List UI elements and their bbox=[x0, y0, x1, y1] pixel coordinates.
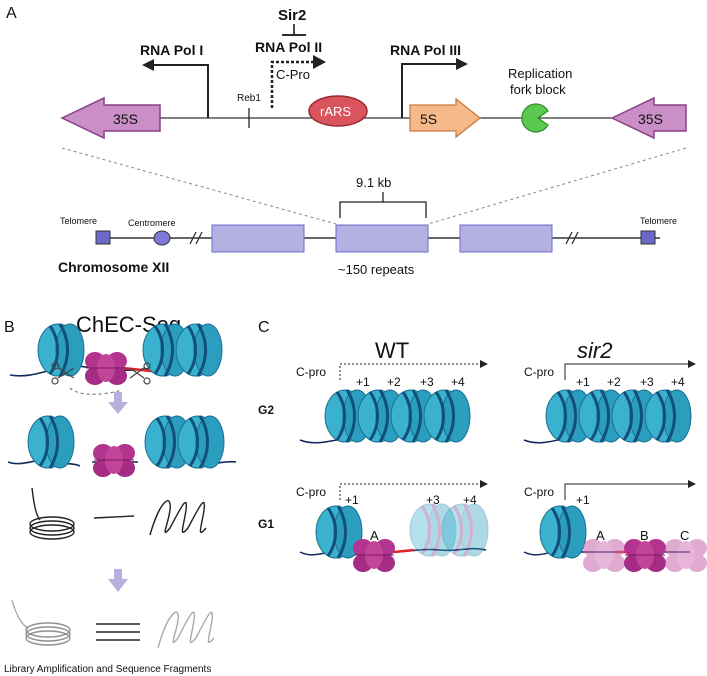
35s-right-label: 35S bbox=[638, 111, 663, 127]
wt-g1-pos3: +3 bbox=[426, 493, 440, 507]
wt-g1-pos4: +4 bbox=[463, 493, 477, 507]
dna-fragments-raw bbox=[29, 487, 207, 540]
repeat-box-3 bbox=[459, 224, 553, 253]
wt-g2-pos3: +3 bbox=[420, 375, 434, 389]
35s-left-label: 35S bbox=[113, 111, 138, 127]
zoom-line-right bbox=[427, 147, 687, 225]
sir2-g1-site-b: B bbox=[640, 528, 649, 543]
cpro-label: C-Pro bbox=[276, 67, 310, 82]
5s-label: 5S bbox=[420, 111, 437, 127]
pol2-arrowhead bbox=[313, 55, 326, 69]
down-arrow-1 bbox=[108, 392, 128, 414]
sir2-g1-site-a: A bbox=[596, 528, 605, 543]
sir2-g2-diagram: C-pro +1 +2 +3 +4 bbox=[523, 360, 696, 444]
pol1-arrow bbox=[150, 64, 209, 118]
sir2-g1-pos1: +1 bbox=[576, 493, 590, 507]
sir2-g2-pos3: +3 bbox=[640, 375, 654, 389]
wt-title: WT bbox=[375, 338, 409, 363]
sir2-label: Sir2 bbox=[278, 7, 306, 24]
pol2-label: RNA Pol II bbox=[255, 39, 322, 55]
kb-bracket bbox=[339, 201, 427, 218]
telomere-left bbox=[95, 230, 111, 245]
wt-g1-site-a: A bbox=[370, 528, 379, 543]
repeat-box-1 bbox=[211, 224, 305, 253]
telomere-right bbox=[640, 230, 656, 245]
chec-row-cleaved bbox=[7, 414, 237, 478]
zoom-line-left bbox=[61, 147, 337, 225]
chec-row-intact bbox=[9, 322, 224, 395]
wt-g1-diagram: C-pro +1 +3 +4 A bbox=[296, 480, 490, 573]
repeats-label: ~150 repeats bbox=[338, 262, 415, 277]
down-arrow-2 bbox=[108, 569, 128, 592]
g1-label: G1 bbox=[258, 517, 274, 531]
pol3-label: RNA Pol III bbox=[390, 42, 461, 58]
35s-left-arrow bbox=[60, 96, 161, 140]
wt-g2-pos2: +2 bbox=[387, 375, 401, 389]
break-left bbox=[189, 231, 203, 245]
library-caption: Library Amplification and Sequence Fragm… bbox=[4, 664, 211, 675]
wt-g1-pos1: +1 bbox=[345, 493, 359, 507]
sir2-g2-pos4: +4 bbox=[671, 375, 685, 389]
sir2-title: sir2 bbox=[577, 338, 612, 363]
wt-g2-cpro-label: C-pro bbox=[296, 365, 326, 379]
rfb-label-line1: Replication bbox=[508, 66, 572, 81]
reb1-label: Reb1 bbox=[237, 93, 261, 104]
rars-origin bbox=[308, 95, 368, 127]
wt-g2-pos4: +4 bbox=[451, 375, 465, 389]
pol1-arrowhead bbox=[142, 59, 154, 71]
telomere-left-label: Telomere bbox=[60, 216, 97, 226]
rars-label: rARS bbox=[320, 104, 351, 119]
sir2-g2-pos2: +2 bbox=[607, 375, 621, 389]
centromere bbox=[153, 230, 171, 246]
rfb-icon bbox=[521, 103, 549, 133]
35s-right-arrow bbox=[610, 96, 687, 140]
centromere-label: Centromere bbox=[128, 218, 176, 228]
telomere-right-label: Telomere bbox=[640, 216, 677, 226]
chromosome-label: Chromosome XII bbox=[58, 259, 169, 275]
g2-label: G2 bbox=[258, 403, 274, 417]
kb-label: 9.1 kb bbox=[356, 175, 391, 190]
panel-b-letter: B bbox=[4, 319, 15, 336]
sir2-g1-site-c: C bbox=[680, 528, 689, 543]
5s-arrow bbox=[409, 97, 482, 139]
dna-fragments-amplified bbox=[11, 599, 215, 649]
panel-c-letter: C bbox=[258, 319, 270, 336]
sir2-g2-pos1: +1 bbox=[576, 375, 590, 389]
rfb-label-line2: fork block bbox=[510, 82, 566, 97]
wt-g1-cpro-label: C-pro bbox=[296, 485, 326, 499]
repeat-box-2 bbox=[335, 224, 429, 253]
pol3-arrow bbox=[401, 63, 458, 118]
wt-g2-diagram: C-pro +1 +2 +3 +4 bbox=[296, 360, 488, 444]
sir2-g1-diagram: C-pro +1 A B C bbox=[523, 480, 707, 573]
pol3-arrowhead bbox=[456, 58, 468, 70]
break-right bbox=[565, 231, 579, 245]
pol2-arrow bbox=[270, 60, 316, 108]
sir2-g2-cpro-label: C-pro bbox=[524, 365, 554, 379]
sir2-g1-cpro-label: C-pro bbox=[524, 485, 554, 499]
wt-g2-pos1: +1 bbox=[356, 375, 370, 389]
panel-a-letter: A bbox=[6, 5, 17, 22]
pol1-label: RNA Pol I bbox=[140, 42, 203, 58]
